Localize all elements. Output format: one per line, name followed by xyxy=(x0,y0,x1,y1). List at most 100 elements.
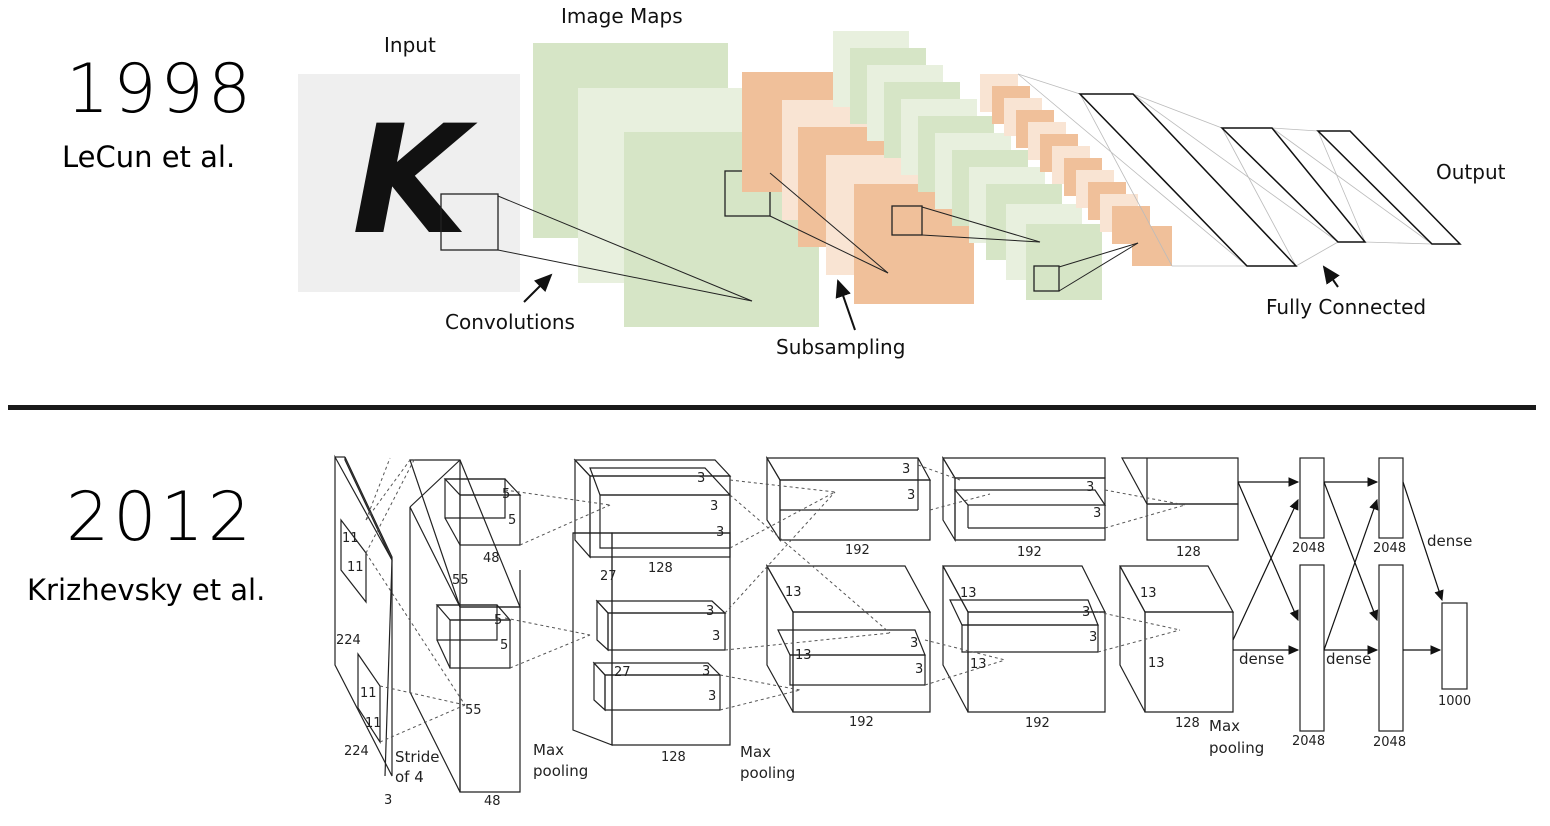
lenet-convolutions-label: Convolutions xyxy=(445,310,575,334)
dim-label: 13 xyxy=(1148,656,1165,671)
dim-label: 3 xyxy=(1086,480,1094,495)
alexnet-conv5-bottom xyxy=(1118,565,1235,713)
alexnet-input-slab xyxy=(334,454,393,777)
dim-label: 55 xyxy=(452,573,469,588)
lenet-pool2-stack xyxy=(980,74,1172,266)
lenet-input-kernel xyxy=(440,193,499,251)
dim-label: 1000 xyxy=(1438,694,1471,709)
max-pooling-label: pooling xyxy=(740,764,795,782)
alexnet-output-layer xyxy=(1441,602,1468,690)
max-pooling-label: pooling xyxy=(1209,739,1264,757)
dim-label: 3 xyxy=(910,636,918,651)
lenet-diagram: K xyxy=(298,4,1506,359)
dim-label: 3 xyxy=(706,604,714,619)
of4-label: of 4 xyxy=(395,768,424,786)
lenet-arrows xyxy=(523,265,1340,331)
dim-label: 3 xyxy=(716,525,724,540)
dim-label: 224 xyxy=(336,633,361,648)
dim-label: 5 xyxy=(500,638,508,653)
lenet-input-label: Input xyxy=(384,33,436,57)
lenet-output-layer xyxy=(1316,130,1462,245)
dim-label: 3 xyxy=(384,793,392,808)
dim-label: 11 xyxy=(342,531,359,546)
lenet-subsampling-label: Subsampling xyxy=(776,335,905,359)
lenet-fc-layer-1 xyxy=(1078,93,1298,267)
authors-1998: LeCun et al. xyxy=(62,140,236,174)
dim-label: 27 xyxy=(614,665,631,680)
dense-label: dense xyxy=(1427,532,1472,550)
dim-label: 192 xyxy=(1017,545,1042,560)
dim-label: 192 xyxy=(849,715,874,730)
lenet-pool1-kernel xyxy=(891,205,923,236)
dim-label: 5 xyxy=(494,613,502,628)
dim-label: 3 xyxy=(710,499,718,514)
dim-label: 11 xyxy=(365,716,382,731)
lenet-fc-connections xyxy=(1017,73,1433,267)
alexnet-diagram xyxy=(334,454,1468,793)
dim-label: 192 xyxy=(1025,716,1050,731)
dim-label: 5 xyxy=(508,513,516,528)
dim-label: 3 xyxy=(702,664,710,679)
alexnet-labels: 224 224 11 11 11 11 3 Stride of 4 55 55 … xyxy=(336,462,1472,809)
authors-2012: Krizhevsky et al. xyxy=(27,573,266,607)
alexnet-input-kernel-top xyxy=(340,518,367,604)
year-2012: 2012 xyxy=(66,478,256,557)
alexnet-fc7-top xyxy=(1378,457,1404,539)
dim-label: 128 xyxy=(648,561,673,576)
dim-label: 5 xyxy=(502,487,510,502)
section-divider xyxy=(8,405,1536,410)
dim-label: 128 xyxy=(661,750,686,765)
dim-label: 3 xyxy=(915,662,923,677)
lenet-fc-layer-2 xyxy=(1220,127,1367,243)
dim-label: 128 xyxy=(1175,716,1200,731)
dim-label: 13 xyxy=(1140,586,1157,601)
dim-label: 3 xyxy=(1082,605,1090,620)
alexnet-conv5-top xyxy=(1120,457,1239,541)
dim-label: 11 xyxy=(360,686,377,701)
year-1998: 1998 xyxy=(66,50,256,129)
dim-label: 13 xyxy=(795,648,812,663)
dim-label: 2048 xyxy=(1373,541,1406,556)
lenet-fully-connected-label: Fully Connected xyxy=(1266,295,1426,319)
lenet-input-glyph: K xyxy=(352,94,478,268)
dim-label: 3 xyxy=(708,689,716,704)
dim-label: 13 xyxy=(970,657,987,672)
alexnet-conv2-top xyxy=(573,458,732,559)
dim-label: 3 xyxy=(697,471,705,486)
alexnet-conv4-bottom xyxy=(941,565,1106,713)
alexnet-conv1-kernels xyxy=(435,478,522,669)
alexnet-conv3-bottom xyxy=(765,563,932,713)
dim-label: 3 xyxy=(907,488,915,503)
dim-label: 48 xyxy=(483,551,500,566)
dim-label: 11 xyxy=(347,560,364,575)
lenet-input-image xyxy=(298,74,520,292)
max-pooling-label: Max xyxy=(1209,717,1240,735)
dim-label: 13 xyxy=(960,586,977,601)
dim-label: 2048 xyxy=(1373,735,1406,750)
alexnet-conv3-top xyxy=(765,455,932,543)
lenet-fc-layers xyxy=(1078,93,1462,267)
dense-label: dense xyxy=(1326,650,1371,668)
dim-label: 2048 xyxy=(1292,734,1325,749)
dim-label: 27 xyxy=(600,569,617,584)
lenet-projection-lines xyxy=(497,172,1139,302)
dim-label: 224 xyxy=(344,744,369,759)
dim-label: 55 xyxy=(465,703,482,718)
lenet-conv2-stack xyxy=(833,31,1102,300)
lenet-conv2-kernel xyxy=(1033,265,1060,292)
max-pooling-label: Max xyxy=(740,743,771,761)
alexnet-fc6-bottom xyxy=(1299,564,1325,732)
max-pooling-label: Max xyxy=(533,741,564,759)
dim-label: 3 xyxy=(902,462,910,477)
max-pooling-label: pooling xyxy=(533,762,588,780)
dim-label: 13 xyxy=(785,585,802,600)
lenet-image-maps-label: Image Maps xyxy=(561,4,683,28)
dim-label: 3 xyxy=(1093,506,1101,521)
dim-label: 3 xyxy=(712,629,720,644)
alexnet-fc7-bottom xyxy=(1378,564,1404,732)
dim-label: 128 xyxy=(1176,545,1201,560)
dim-label: 2048 xyxy=(1292,541,1325,556)
dim-label: 3 xyxy=(1089,630,1097,645)
stride-label: Stride xyxy=(395,748,440,766)
